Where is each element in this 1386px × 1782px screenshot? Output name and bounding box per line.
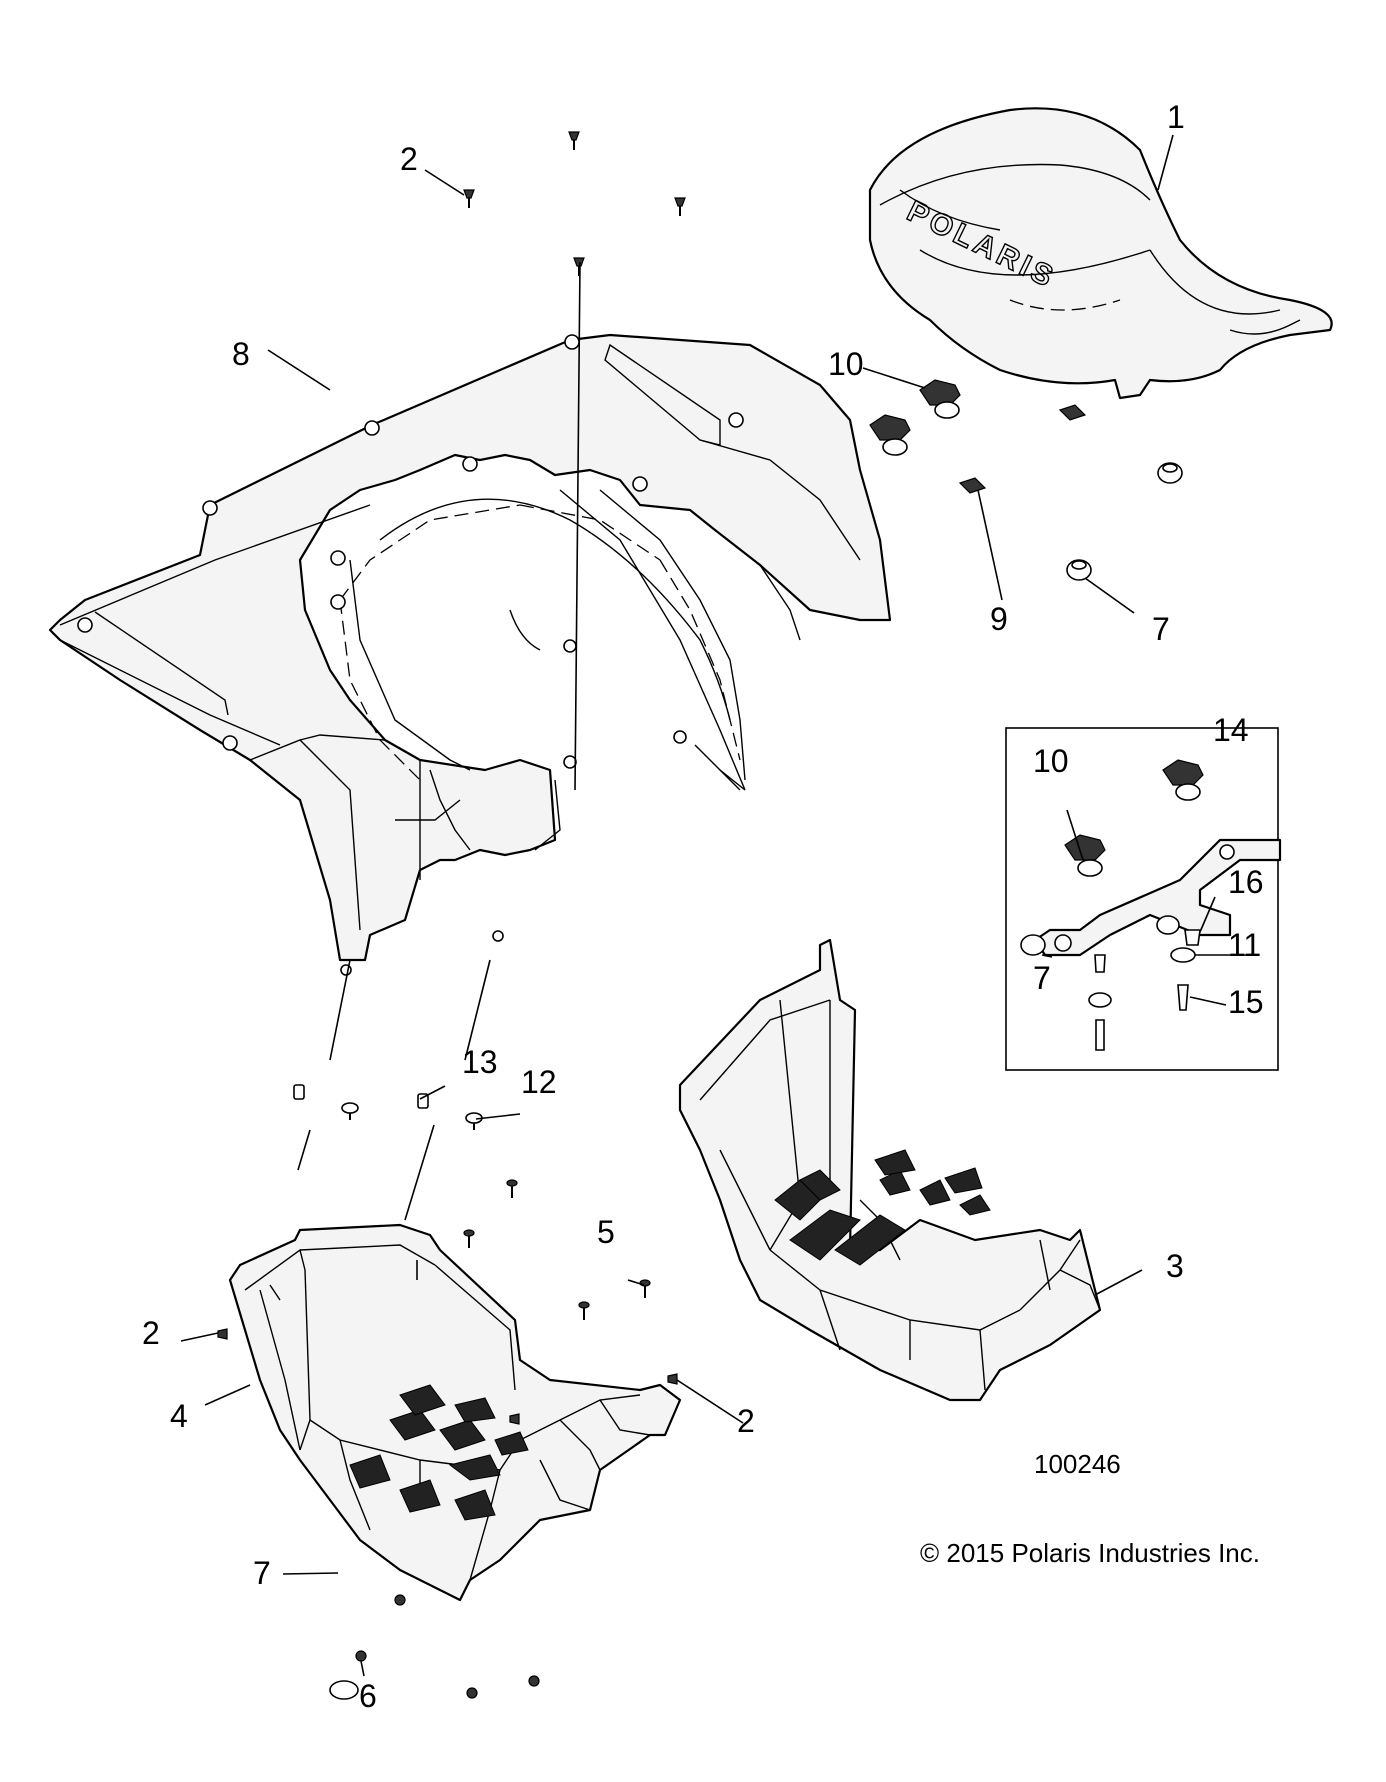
callout-latch-kit-box: 14 [1213,712,1249,748]
hardware [217,131,1183,1700]
leader-lines [180,134,1250,1575]
figure-number: 100246 [1034,1449,1121,1479]
callout-screw: 5 [597,1214,615,1250]
callouts: 1 2 8 10 9 7 14 10 16 7 11 15 13 12 5 3 … [142,99,1264,1714]
copyright-text: © 2015 Polaris Industries Inc. [920,1538,1260,1568]
callout-grommet-lower: 7 [253,1555,271,1591]
callout-clip: 9 [990,601,1008,637]
callout-seat: 1 [1167,99,1185,135]
callout-grommet-upper: 7 [1152,611,1170,647]
rear-rack-cover [48,333,892,976]
callout-stud: 15 [1228,984,1264,1020]
callout-push-rivet: 12 [521,1064,557,1100]
callout-fastener-left: 2 [142,1315,160,1351]
callout-footwell-left: 4 [170,1398,188,1434]
callout-footwell-right: 3 [1166,1248,1184,1284]
latch-upper-icon [869,379,961,456]
seat: POLARIS [868,107,1333,400]
latch-kit-box [1005,727,1282,1071]
footwell-right [678,938,1102,1402]
callout-grommet-kit: 7 [1033,960,1051,996]
callout-nut: 6 [359,1678,377,1714]
callout-washer: 11 [1228,927,1261,963]
callout-latch-kit: 10 [1033,743,1069,779]
callout-spring-nut: 13 [462,1044,498,1080]
callout-rear-rack-cover: 8 [232,336,250,372]
callout-fastener-right: 2 [737,1403,755,1439]
callout-spacer: 16 [1228,864,1264,900]
callout-latch-upper: 10 [828,346,864,382]
callout-fastener-top: 2 [400,141,418,177]
footwell-left [228,1223,682,1602]
